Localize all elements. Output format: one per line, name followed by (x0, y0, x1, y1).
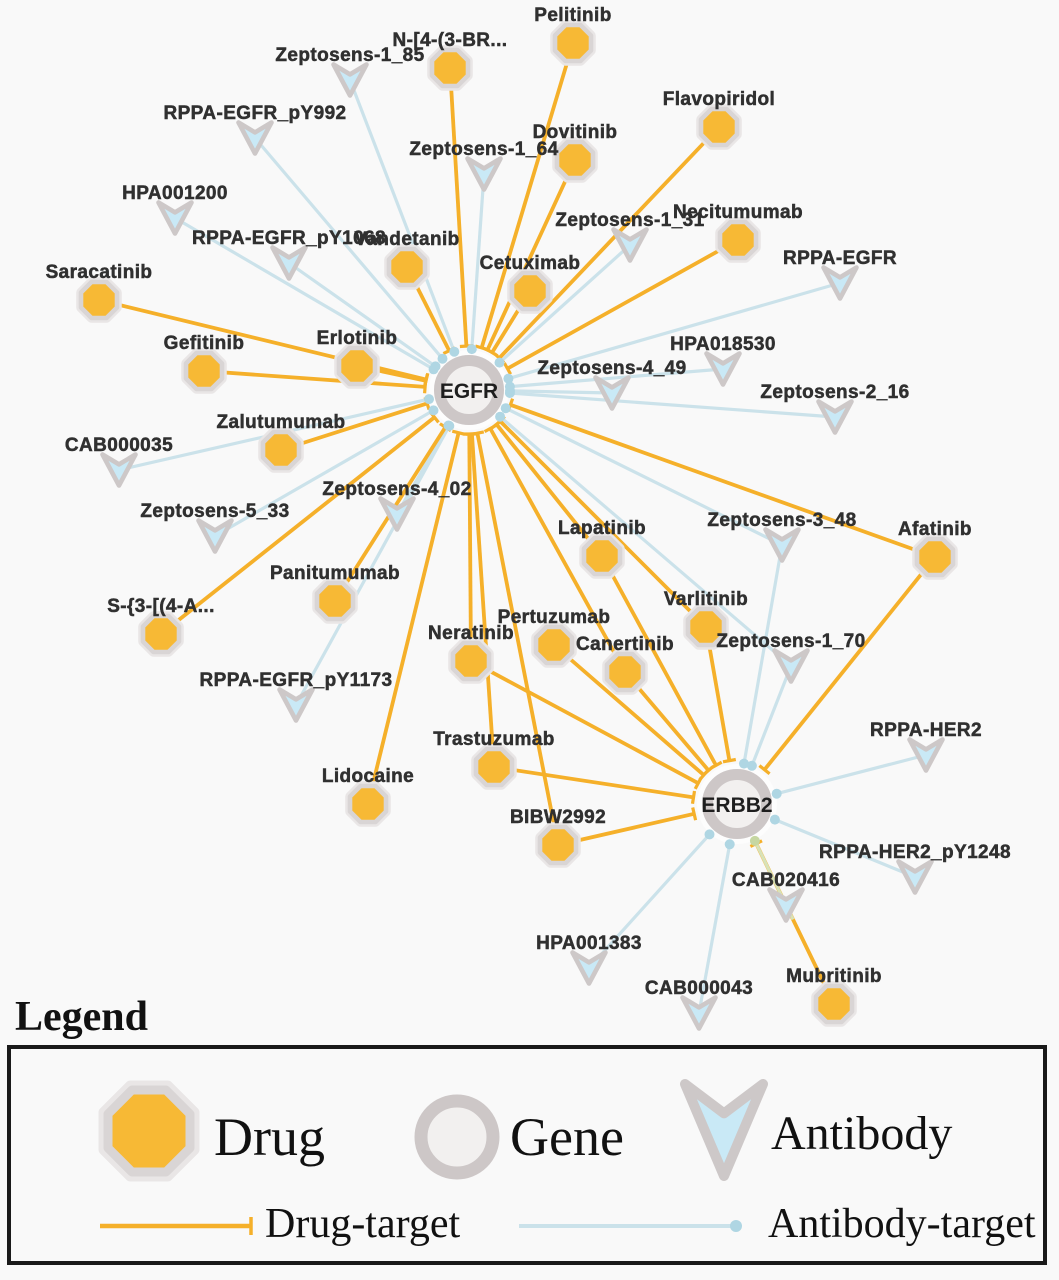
svg-text:Gefitinib: Gefitinib (164, 333, 245, 354)
svg-text:Dovitinib: Dovitinib (533, 122, 618, 143)
svg-text:RPPA-EGFR_pY992: RPPA-EGFR_pY992 (163, 103, 346, 124)
svg-text:Drug: Drug (214, 1107, 325, 1167)
svg-text:Cetuximab: Cetuximab (480, 253, 581, 274)
svg-text:RPPA-EGFR_pY1068: RPPA-EGFR_pY1068 (192, 228, 386, 249)
svg-text:Zeptosens-1_70: Zeptosens-1_70 (716, 631, 865, 652)
svg-text:Erlotinib: Erlotinib (317, 328, 398, 349)
svg-text:Zeptosens-5_33: Zeptosens-5_33 (140, 501, 289, 522)
svg-text:Saracatinib: Saracatinib (46, 262, 153, 283)
svg-text:Zeptosens-1_85: Zeptosens-1_85 (275, 45, 424, 66)
svg-text:Zeptosens-1_31: Zeptosens-1_31 (555, 210, 704, 231)
svg-text:Pelitinib: Pelitinib (534, 5, 612, 26)
svg-text:Zeptosens-4_02: Zeptosens-4_02 (322, 479, 471, 500)
svg-text:Legend: Legend (15, 994, 148, 1040)
svg-text:S-{3-[(4-A...: S-{3-[(4-A... (107, 596, 215, 617)
svg-text:HPA001200: HPA001200 (122, 183, 228, 204)
svg-text:Lidocaine: Lidocaine (322, 766, 414, 787)
svg-text:Drug-target: Drug-target (265, 1201, 460, 1247)
svg-text:EGFR: EGFR (440, 380, 498, 403)
svg-text:Panitumumab: Panitumumab (270, 563, 400, 584)
svg-text:Lapatinib: Lapatinib (558, 518, 646, 539)
svg-text:Vandetanib: Vandetanib (354, 229, 459, 250)
svg-text:Necitumumab: Necitumumab (673, 202, 803, 223)
svg-text:Varlitinib: Varlitinib (664, 589, 748, 610)
svg-text:Antibody-target: Antibody-target (768, 1201, 1036, 1247)
svg-text:Trastuzumab: Trastuzumab (433, 729, 555, 750)
svg-text:RPPA-EGFR: RPPA-EGFR (783, 248, 897, 269)
svg-text:Afatinib: Afatinib (898, 519, 972, 540)
svg-text:HPA018530: HPA018530 (670, 334, 776, 355)
svg-text:Zalutumumab: Zalutumumab (217, 412, 346, 433)
svg-text:Neratinib: Neratinib (428, 623, 514, 644)
svg-text:Mubritinib: Mubritinib (786, 966, 882, 987)
svg-text:CAB000035: CAB000035 (65, 435, 173, 456)
svg-text:ERBB2: ERBB2 (701, 794, 772, 817)
svg-text:Canertinib: Canertinib (576, 634, 674, 655)
svg-text:CAB000043: CAB000043 (645, 978, 753, 999)
svg-text:Zeptosens-4_49: Zeptosens-4_49 (537, 358, 686, 379)
svg-text:RPPA-HER2: RPPA-HER2 (870, 720, 982, 741)
svg-text:Zeptosens-2_16: Zeptosens-2_16 (760, 382, 909, 403)
svg-text:CAB020416: CAB020416 (732, 870, 840, 891)
svg-text:HPA001383: HPA001383 (536, 933, 642, 954)
svg-text:Zeptosens-3_48: Zeptosens-3_48 (707, 510, 856, 531)
svg-text:Flavopiridol: Flavopiridol (663, 89, 775, 110)
svg-text:Pertuzumab: Pertuzumab (498, 607, 611, 628)
svg-text:RPPA-EGFR_pY1173: RPPA-EGFR_pY1173 (200, 670, 393, 691)
svg-text:RPPA-HER2_pY1248: RPPA-HER2_pY1248 (819, 842, 1011, 863)
svg-text:Zeptosens-1_64: Zeptosens-1_64 (409, 139, 558, 160)
svg-text:Antibody: Antibody (771, 1107, 952, 1160)
svg-text:BIBW2992: BIBW2992 (510, 807, 606, 828)
svg-text:Gene: Gene (510, 1107, 624, 1167)
svg-text:N-[4-(3-BR...: N-[4-(3-BR... (393, 30, 508, 51)
